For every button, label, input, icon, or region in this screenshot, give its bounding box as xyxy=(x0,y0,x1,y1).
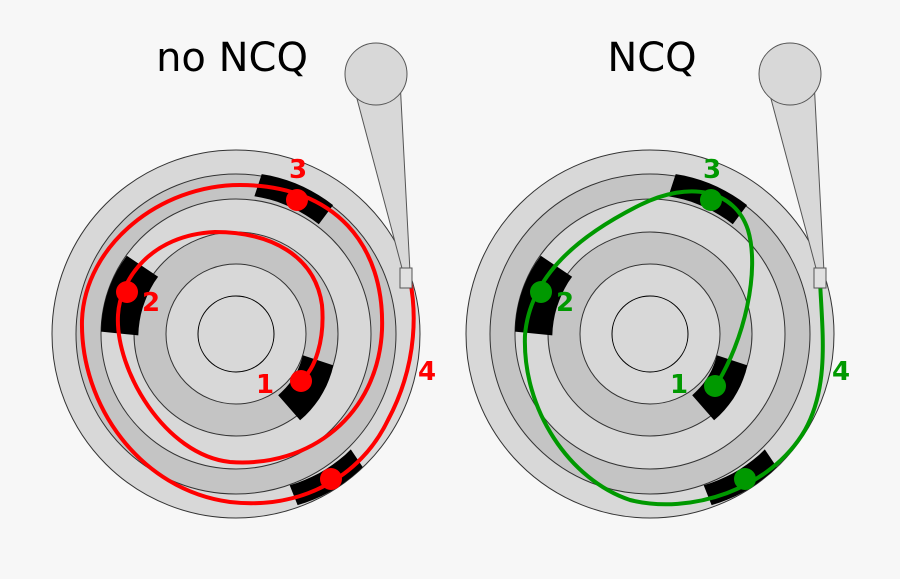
panel-ncq: NCQ 1 2 3 4 xyxy=(465,35,850,519)
actuator-pivot xyxy=(758,42,822,106)
seek-path-green xyxy=(522,189,825,507)
request-dot-3 xyxy=(286,189,308,211)
request-label-3: 3 xyxy=(703,155,721,185)
read-write-head-arm xyxy=(758,42,827,289)
request-path-no-ncq xyxy=(79,182,416,506)
spindle-hub xyxy=(197,295,275,373)
request-dot-4 xyxy=(320,468,342,490)
request-label-3: 3 xyxy=(289,155,307,185)
request-dot-4 xyxy=(734,468,756,490)
panel-title-no-ncq: no NCQ xyxy=(156,35,308,81)
request-label-4: 4 xyxy=(832,357,850,387)
request-label-1: 1 xyxy=(256,370,274,400)
hard-disk-platter xyxy=(465,149,835,519)
panel-no-ncq: no NCQ 1 xyxy=(51,35,436,519)
request-path-ncq xyxy=(522,189,825,507)
read-write-head xyxy=(399,267,413,289)
request-dot-2 xyxy=(116,281,138,303)
request-label-4: 4 xyxy=(418,357,436,387)
request-markers-ncq xyxy=(530,189,756,490)
panel-title-ncq: NCQ xyxy=(607,35,696,81)
request-dot-1 xyxy=(704,375,726,397)
request-labels-no-ncq: 1 2 3 4 xyxy=(142,155,436,400)
request-markers-no-ncq xyxy=(116,189,342,490)
request-dot-3 xyxy=(700,189,722,211)
request-label-2: 2 xyxy=(142,288,160,318)
actuator-pivot xyxy=(344,42,408,106)
request-label-1: 1 xyxy=(670,370,688,400)
read-write-head xyxy=(813,267,827,289)
request-labels-ncq: 1 2 3 4 xyxy=(556,155,850,400)
request-label-2: 2 xyxy=(556,288,574,318)
seek-path-red xyxy=(79,182,416,506)
request-dot-2 xyxy=(530,281,552,303)
request-dot-1 xyxy=(290,370,312,392)
spindle-hub xyxy=(611,295,689,373)
read-write-head-arm xyxy=(344,42,413,289)
